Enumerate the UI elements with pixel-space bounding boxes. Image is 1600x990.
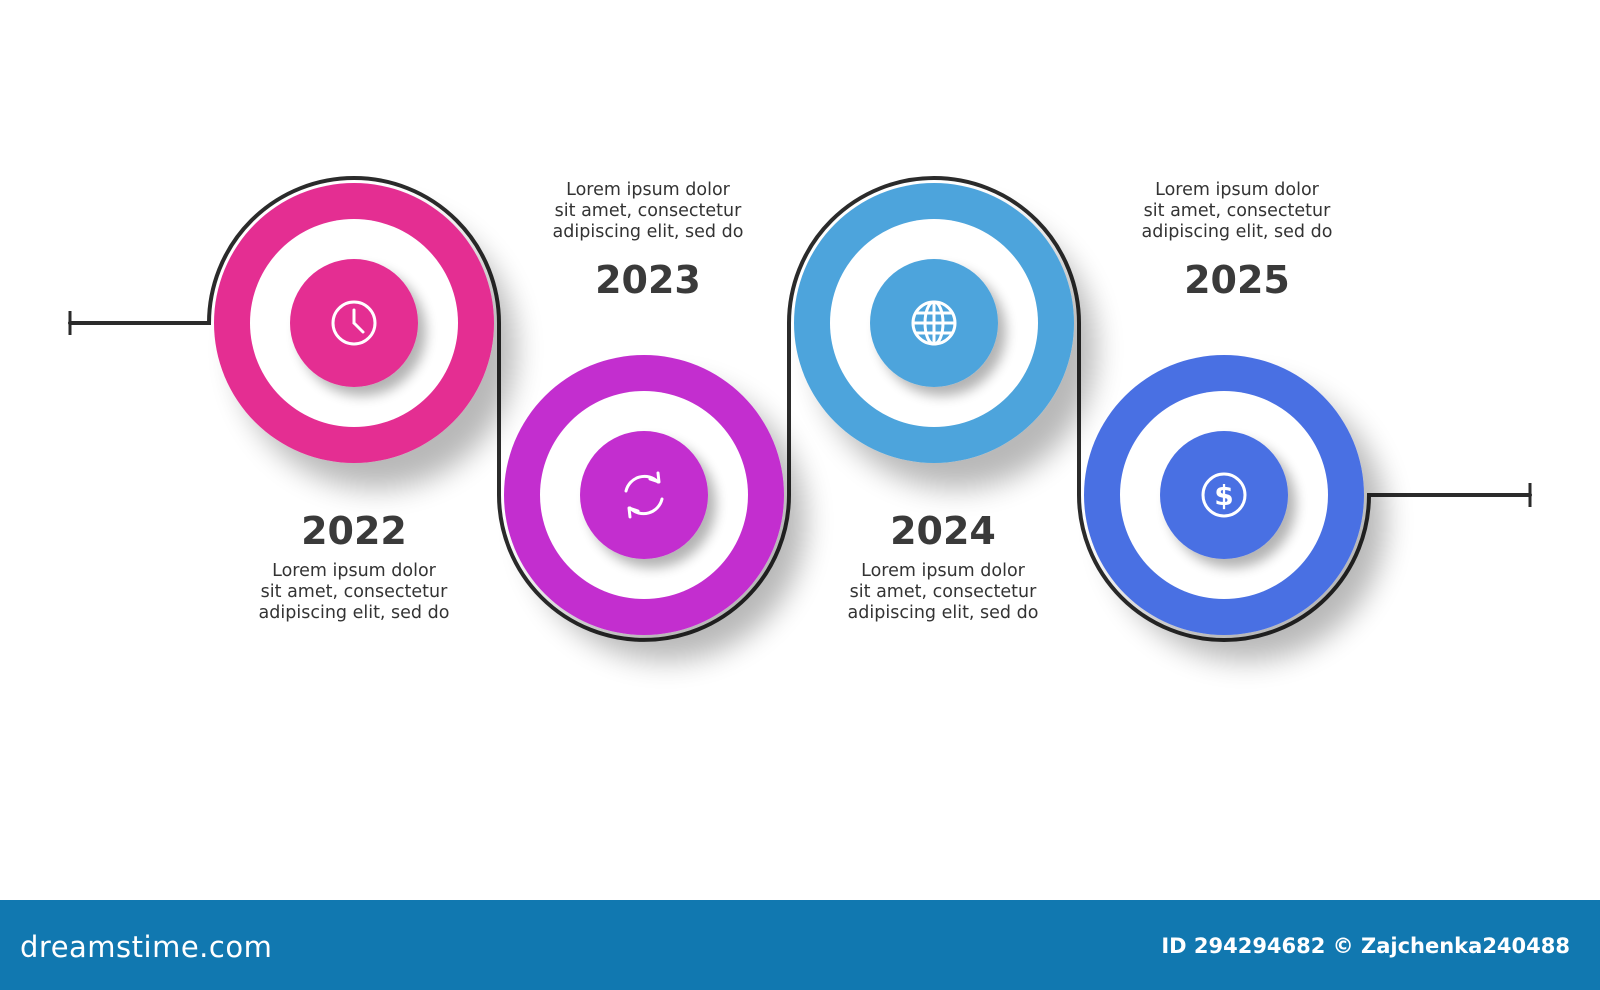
step-2023-description-line-1: Lorem ipsum dolor [566,180,730,200]
image-id-credit: ID 294294682 © Zajchenka240488 [1161,934,1570,958]
step-2023-description-line-3: adipiscing elit, sed do [552,222,744,242]
globe-icon [911,300,957,346]
step-2023-marker [504,355,784,635]
step-2025-year: 2025 [1184,258,1290,302]
step-2022-description-line-1: Lorem ipsum dolor [272,561,436,581]
step-2024-marker [794,183,1074,463]
step-2023-description-line-2: sit amet, consectetur [554,201,742,221]
dollar-icon: $ [1201,472,1247,518]
step-2024-description: Lorem ipsum dolor sit amet, consectetur … [813,561,1073,624]
step-2022-year: 2022 [301,509,407,553]
step-2025-marker: $ [1084,355,1364,635]
step-2025-description: Lorem ipsum dolor sit amet, consectetur … [1107,180,1367,243]
step-2023-center-disc [580,431,708,559]
step-2023-year: 2023 [595,258,701,302]
step-2024-description-line-3: adipiscing elit, sed do [847,603,1039,623]
step-2023-description: Lorem ipsum dolor sit amet, consectetur … [518,180,778,243]
step-2022-description-line-3: adipiscing elit, sed do [258,603,450,623]
step-2024-description-line-2: sit amet, consectetur [849,582,1037,602]
step-2025-description-line-1: Lorem ipsum dolor [1155,180,1319,200]
refresh-icon [624,471,664,519]
step-2024-year: 2024 [890,509,996,553]
step-2025-center-disc [1160,431,1288,559]
svg-text:$: $ [1214,479,1233,512]
timeline-diagram: $ [68,176,1532,642]
step-2025-description-line-3: adipiscing elit, sed do [1141,222,1333,242]
step-2025-description-line-2: sit amet, consectetur [1143,201,1331,221]
watermark-footer-bar: dreamstime.com ID 294294682 © Zajchenka2… [0,900,1600,990]
step-2024-description-line-1: Lorem ipsum dolor [861,561,1025,581]
clock-icon [331,300,377,346]
timeline-connector-line [68,176,1532,642]
step-2022-description-line-2: sit amet, consectetur [260,582,448,602]
step-2022-description: Lorem ipsum dolor sit amet, consectetur … [224,561,484,624]
step-2022-marker [214,183,494,463]
watermark-logo-text: dreamstime.com [20,930,273,964]
